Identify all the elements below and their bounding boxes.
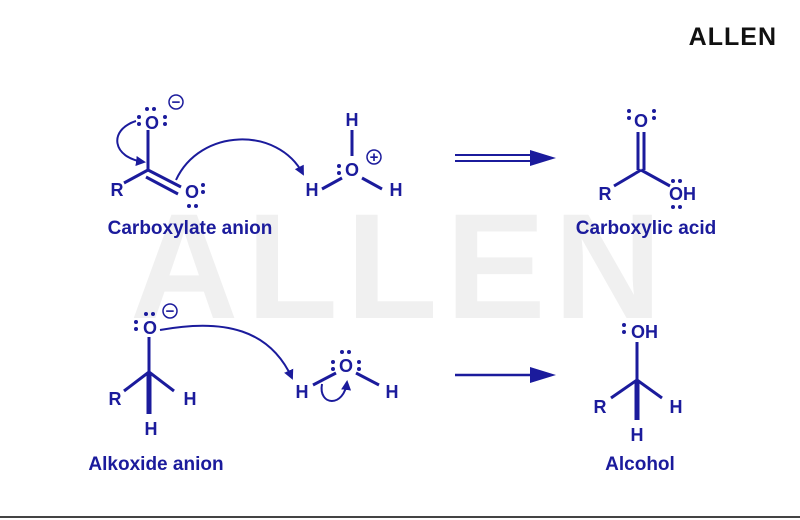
lone-pair-dot [340,350,344,354]
alcohol-label: Alcohol [605,454,675,475]
bond-o-h-right [361,176,383,191]
curved-arrow-bond-to-oxygen [320,380,352,402]
lone-pair-dot [187,204,191,208]
bond-c-o-double-b [145,175,179,196]
r-group: R [599,184,612,204]
lone-pair-dot [671,205,675,209]
hydroxyl-group: OH [669,184,696,204]
lone-pair-dot [144,312,148,316]
lone-pair-dot [671,179,675,183]
lone-pair-dot [137,115,141,119]
lone-pair-dot [331,360,335,364]
bond-c-r [613,168,642,188]
hydrogen-left: H [296,382,309,402]
alkoxide-anion-label: Alkoxide anion [88,454,223,475]
lone-pair-dot [331,367,335,371]
bond-c-r [610,378,638,400]
lone-pair-dot [145,107,149,111]
carbonyl-oxygen: O [634,111,648,131]
lone-pair-dot [137,122,141,126]
positive-charge: + [370,149,379,166]
negative-charge: − [166,303,175,320]
lone-pair-dot [652,116,656,120]
bond-c-h-right [148,370,175,393]
lone-pair-dot [627,116,631,120]
lone-pair-dot [134,320,138,324]
positive-charge-circle [366,149,382,165]
bond-c-oh [640,168,671,188]
curved-arrow-lone-pair [116,120,146,166]
carboxylic-acid-structure: O R OH [599,109,696,209]
hydrogen-bottom: H [631,425,644,445]
lone-pair-dot [163,122,167,126]
hydrogen-right: H [670,397,683,417]
lone-pair-dot [622,330,626,334]
hydroxyl-group: OH [631,322,658,342]
alkoxide-anion-structure: O R H H − [109,303,197,439]
anion-oxygen: O [145,113,159,133]
anion-oxygen: O [143,318,157,338]
hydrogen-bottom: H [145,419,158,439]
lone-pair-dot [347,350,351,354]
bond-c-h-right [636,378,663,400]
water-oxygen: O [339,356,353,376]
hydronium-oxygen: O [345,160,359,180]
lone-pair-dot [337,164,341,168]
lone-pair-dot [357,360,361,364]
carboxylate-anion-label: Carboxylate anion [108,218,273,239]
hydrogen-right: H [386,382,399,402]
bond-o-h-left [321,176,343,191]
lone-pair-dot [652,109,656,113]
watermark: ALLEN [130,182,670,350]
water-structure: O H H [296,350,399,402]
carboxylic-acid-label: Carboxylic acid [576,218,716,239]
lone-pair-dot [357,367,361,371]
negative-charge-circle [162,303,178,319]
curved-arrow-to-hydronium [175,138,304,181]
bond-c-o-double-a [147,168,182,189]
lone-pair-dot [163,115,167,119]
alcohol-structure: OH R H H [594,322,683,445]
bond-c-r [123,370,150,393]
lone-pair-dot [194,204,198,208]
lone-pair-dot [151,312,155,316]
lone-pair-dot [201,183,205,187]
lone-pair-dot [152,107,156,111]
r-group: R [111,180,124,200]
lone-pair-dot [678,205,682,209]
carbonyl-oxygen: O [185,182,199,202]
carboxylate-anion-structure: O O R − [111,94,205,208]
lone-pair-dot [201,190,205,194]
hydronium-structure: O H H H + [306,110,403,200]
hydrogen-left: H [306,180,319,200]
lone-pair-dot [627,109,631,113]
lone-pair-dot [337,171,341,175]
lone-pair-dot [678,179,682,183]
r-group: R [594,397,607,417]
reaction-arrow-1 [455,150,556,166]
negative-charge: − [172,94,181,111]
curved-arrow-to-water [159,324,294,380]
bond-o-h-right [355,371,380,387]
bond-o-h-left [312,371,337,387]
r-group: R [109,389,122,409]
allen-logo: ALLEN [689,23,777,51]
negative-charge-circle [168,94,184,110]
lone-pair-dot [134,327,138,331]
hydrogen-right: H [390,180,403,200]
hydrogen-top: H [346,110,359,130]
lone-pair-dot [622,323,626,327]
bond-c-r [123,168,149,185]
reaction-arrow-2 [455,367,556,383]
hydrogen-right: H [184,389,197,409]
